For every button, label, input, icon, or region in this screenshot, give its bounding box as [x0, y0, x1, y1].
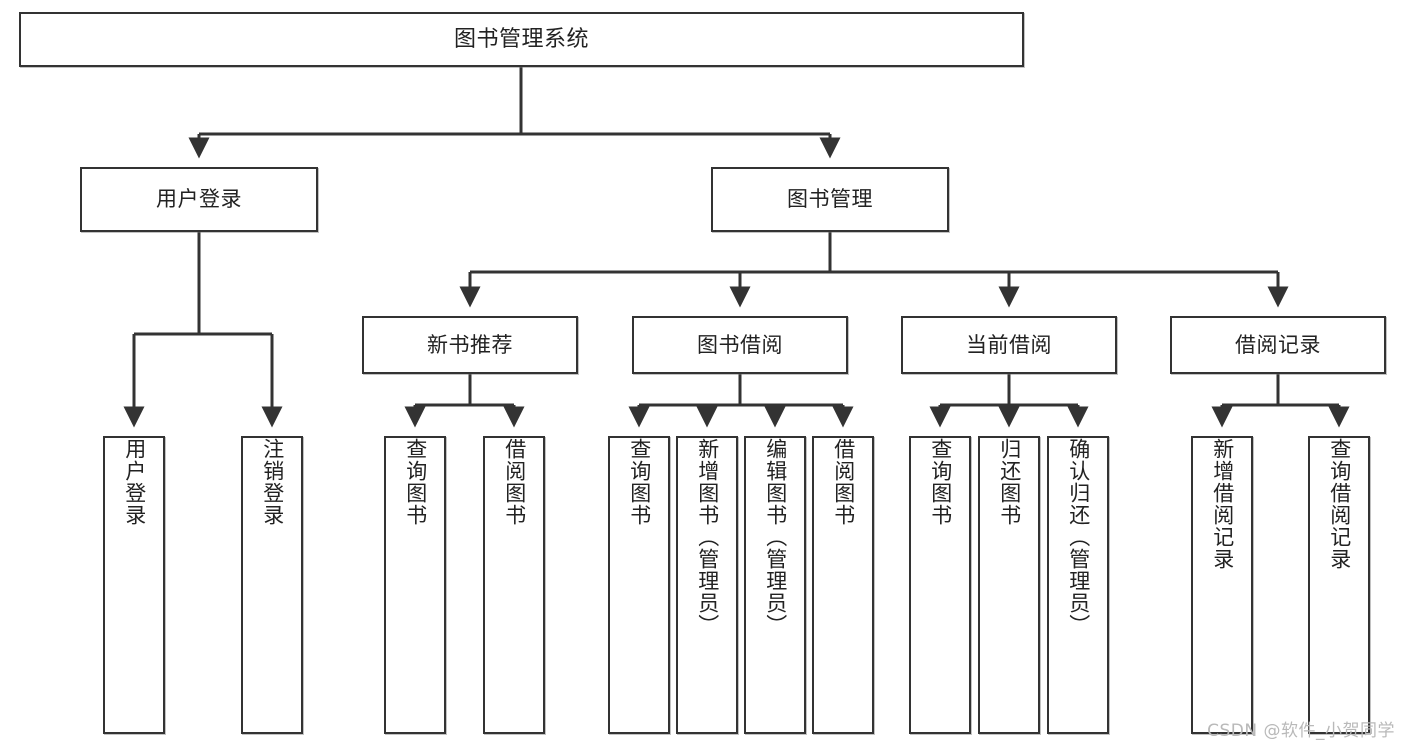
leaf-user-login[interactable]: 用户登录: [103, 436, 165, 734]
leaf-confirm-return[interactable]: 确认归还（管理员）: [1047, 436, 1109, 734]
node-user-login[interactable]: 用户登录: [80, 167, 318, 232]
node-label: 新增图书（管理员）: [695, 438, 720, 636]
node-label: 查询图书: [403, 438, 428, 526]
node-label: 图书管理系统: [453, 26, 589, 52]
node-label: 确认归还（管理员）: [1066, 438, 1091, 636]
node-label: 查询图书: [928, 438, 953, 526]
node-root-system[interactable]: 图书管理系统: [19, 12, 1024, 67]
node-label: 图书借阅: [697, 332, 783, 357]
leaf-query-book-3[interactable]: 查询图书: [909, 436, 971, 734]
leaf-edit-book[interactable]: 编辑图书（管理员）: [744, 436, 806, 734]
leaf-return-book[interactable]: 归还图书: [978, 436, 1040, 734]
node-new-book-recommend[interactable]: 新书推荐: [362, 316, 578, 374]
node-label: 借阅图书: [502, 438, 527, 526]
node-book-borrow[interactable]: 图书借阅: [632, 316, 848, 374]
node-label: 注销登录: [260, 438, 285, 526]
leaf-query-record[interactable]: 查询借阅记录: [1308, 436, 1370, 734]
node-label: 用户登录: [122, 438, 147, 526]
leaf-add-book[interactable]: 新增图书（管理员）: [676, 436, 738, 734]
csdn-watermark: CSDN @软件_小贺同学: [1207, 721, 1395, 741]
node-label: 借阅记录: [1235, 332, 1321, 357]
leaf-borrow-book-2[interactable]: 借阅图书: [812, 436, 874, 734]
node-label: 借阅图书: [831, 438, 856, 526]
node-label: 新书推荐: [427, 332, 513, 357]
node-label: 当前借阅: [966, 332, 1052, 357]
node-label: 查询图书: [627, 438, 652, 526]
node-current-borrow[interactable]: 当前借阅: [901, 316, 1117, 374]
node-label: 用户登录: [156, 187, 242, 212]
leaf-add-record[interactable]: 新增借阅记录: [1191, 436, 1253, 734]
leaf-logout-login[interactable]: 注销登录: [241, 436, 303, 734]
node-label: 新增借阅记录: [1210, 438, 1235, 570]
node-book-management[interactable]: 图书管理: [711, 167, 949, 232]
node-borrow-record[interactable]: 借阅记录: [1170, 316, 1386, 374]
node-label: 归还图书: [997, 438, 1022, 526]
leaf-borrow-book-1[interactable]: 借阅图书: [483, 436, 545, 734]
leaf-query-book-2[interactable]: 查询图书: [608, 436, 670, 734]
node-label: 图书管理: [787, 187, 873, 212]
node-label: 编辑图书（管理员）: [763, 438, 788, 636]
node-label: 查询借阅记录: [1327, 438, 1352, 570]
leaf-query-book-1[interactable]: 查询图书: [384, 436, 446, 734]
